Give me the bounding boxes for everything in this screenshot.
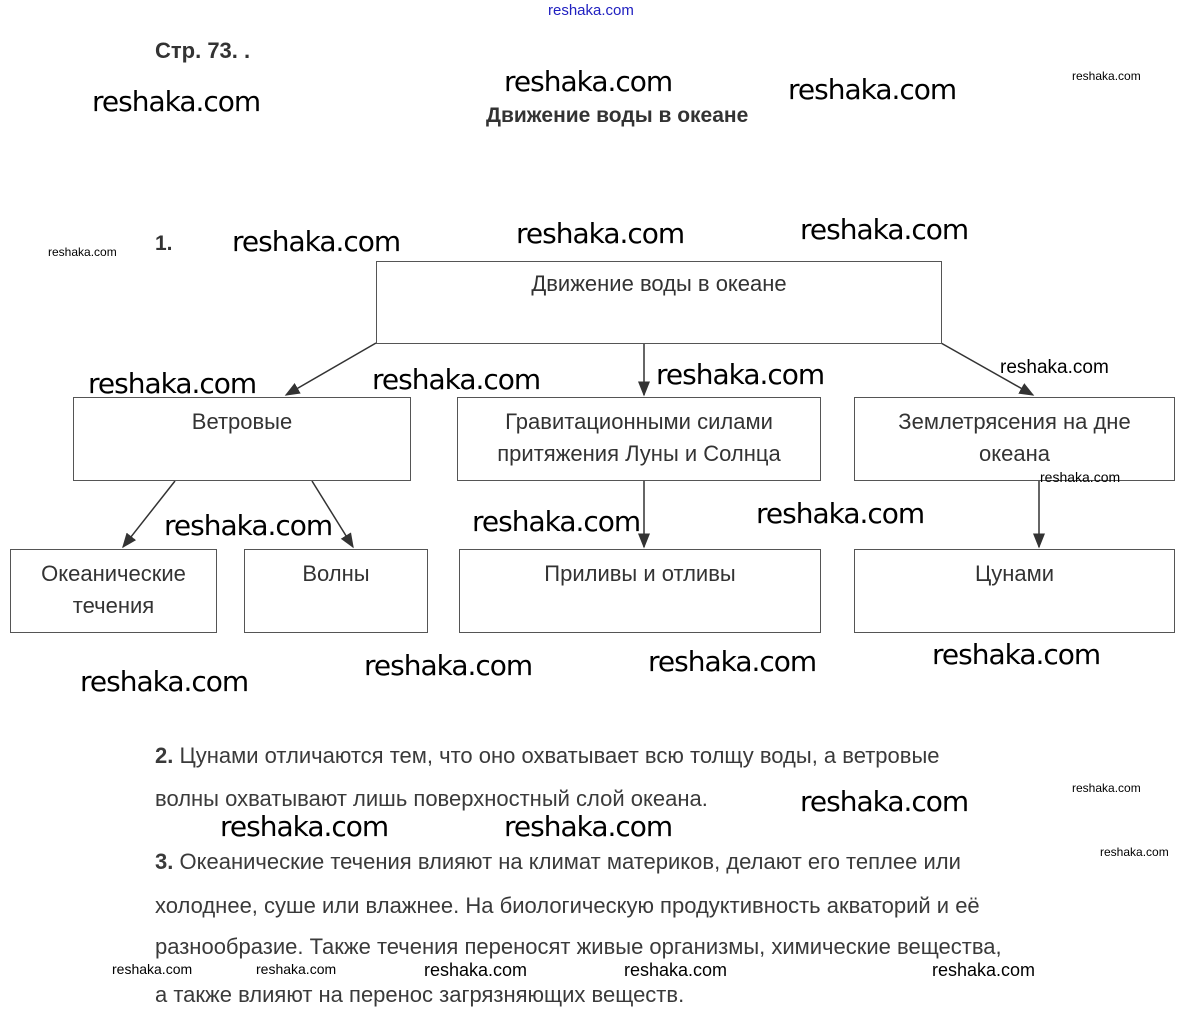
watermark: reshaka.com [932, 638, 1101, 671]
watermark: reshaka.com [220, 810, 389, 843]
diagram-root: Движение воды в океане [376, 261, 942, 344]
watermark: reshaka.com [756, 497, 925, 530]
watermark: reshaka.com [88, 367, 257, 400]
watermark: reshaka.com [648, 645, 817, 678]
item-number: 1. [155, 232, 173, 255]
watermark: reshaka.com [92, 85, 261, 118]
answer-2-line: 2. Цунами отличаются тем, что оно охваты… [155, 743, 940, 768]
watermark: reshaka.com [656, 358, 825, 391]
watermark: reshaka.com [1072, 69, 1141, 83]
answer-3-line: 3. Океанические течения влияют на климат… [155, 849, 961, 874]
answer-2-line: волны охватывают лишь поверхностный слой… [155, 786, 708, 811]
header-watermark: reshaka.com [548, 2, 634, 19]
watermark: reshaka.com [800, 213, 969, 246]
watermark: reshaka.com [516, 217, 685, 250]
answer-3-line: а также влияют на перенос загрязняющих в… [155, 982, 685, 1007]
watermark: reshaka.com [472, 505, 641, 538]
watermark: reshaka.com [256, 961, 337, 977]
watermark: reshaka.com [164, 509, 333, 542]
watermark: reshaka.com [112, 961, 193, 977]
watermark: reshaka.com [1000, 357, 1109, 378]
arrow [284, 342, 377, 396]
page-title: Движение воды в океане [486, 104, 749, 127]
watermark: reshaka.com [80, 665, 249, 698]
watermark: reshaka.com [372, 363, 541, 396]
watermark: reshaka.com [424, 960, 528, 980]
diagram-node-currents: Океанические течения [10, 549, 217, 633]
arrow [122, 480, 176, 549]
watermark: reshaka.com [1040, 469, 1121, 485]
answer-number: 2. [155, 743, 174, 768]
diagram-node-wind: Ветровые [73, 397, 411, 481]
page-reference: Стр. 73. . [155, 38, 251, 63]
watermark: reshaka.com [932, 960, 1036, 980]
diagram-node-gravity: Гравитационными силами притяжения Луны и… [457, 397, 821, 481]
watermark: reshaka.com [1072, 781, 1141, 795]
watermark: reshaka.com [232, 225, 401, 258]
watermark: reshaka.com [800, 785, 969, 818]
diagram-node-waves: Волны [244, 549, 428, 633]
watermark: reshaka.com [1100, 845, 1169, 859]
diagram-node-tsunami: Цунами [854, 549, 1175, 633]
answer-text: Цунами отличаются тем, что оно охватывае… [179, 743, 940, 768]
watermark: reshaka.com [788, 73, 957, 106]
watermark: reshaka.com [624, 960, 728, 980]
answer-3-line: разнообразие. Также течения переносят жи… [155, 934, 1002, 959]
answer-3-line: холоднее, суше или влажнее. На биологиче… [155, 893, 980, 918]
watermark: reshaka.com [364, 649, 533, 682]
answer-text: Океанические течения влияют на климат ма… [179, 849, 961, 874]
arrow [940, 342, 1035, 396]
watermark: reshaka.com [504, 65, 673, 98]
diagram-node-earthquakes: Землетрясения на дне океана [854, 397, 1175, 481]
answer-number: 3. [155, 849, 174, 874]
watermark: reshaka.com [504, 810, 673, 843]
watermark: reshaka.com [48, 245, 117, 259]
arrow [311, 480, 354, 549]
diagram-node-tides: Приливы и отливы [459, 549, 821, 633]
